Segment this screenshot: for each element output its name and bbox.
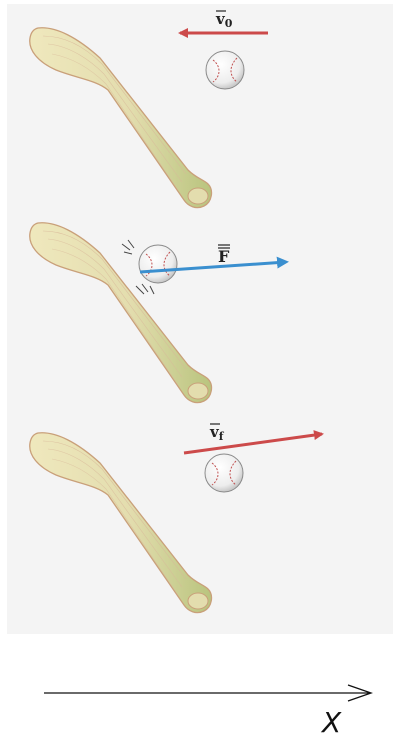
final-velocity-label: vf <box>209 423 225 443</box>
force-label: F <box>218 247 230 266</box>
x-axis: X <box>44 685 371 739</box>
x-axis-label: X <box>320 706 342 739</box>
bat-after <box>30 433 212 613</box>
ball-impact <box>139 245 177 283</box>
scene-after-impact: vf <box>30 423 322 613</box>
scene-before-impact: v0 <box>30 10 268 208</box>
final-velocity-arrow <box>184 434 322 453</box>
scene-impact: F <box>30 223 286 403</box>
initial-velocity-label: v0 <box>215 10 233 30</box>
ball-after <box>205 454 243 492</box>
ball-before <box>206 51 244 89</box>
bat-impact <box>30 223 212 403</box>
bat-before <box>30 28 212 208</box>
